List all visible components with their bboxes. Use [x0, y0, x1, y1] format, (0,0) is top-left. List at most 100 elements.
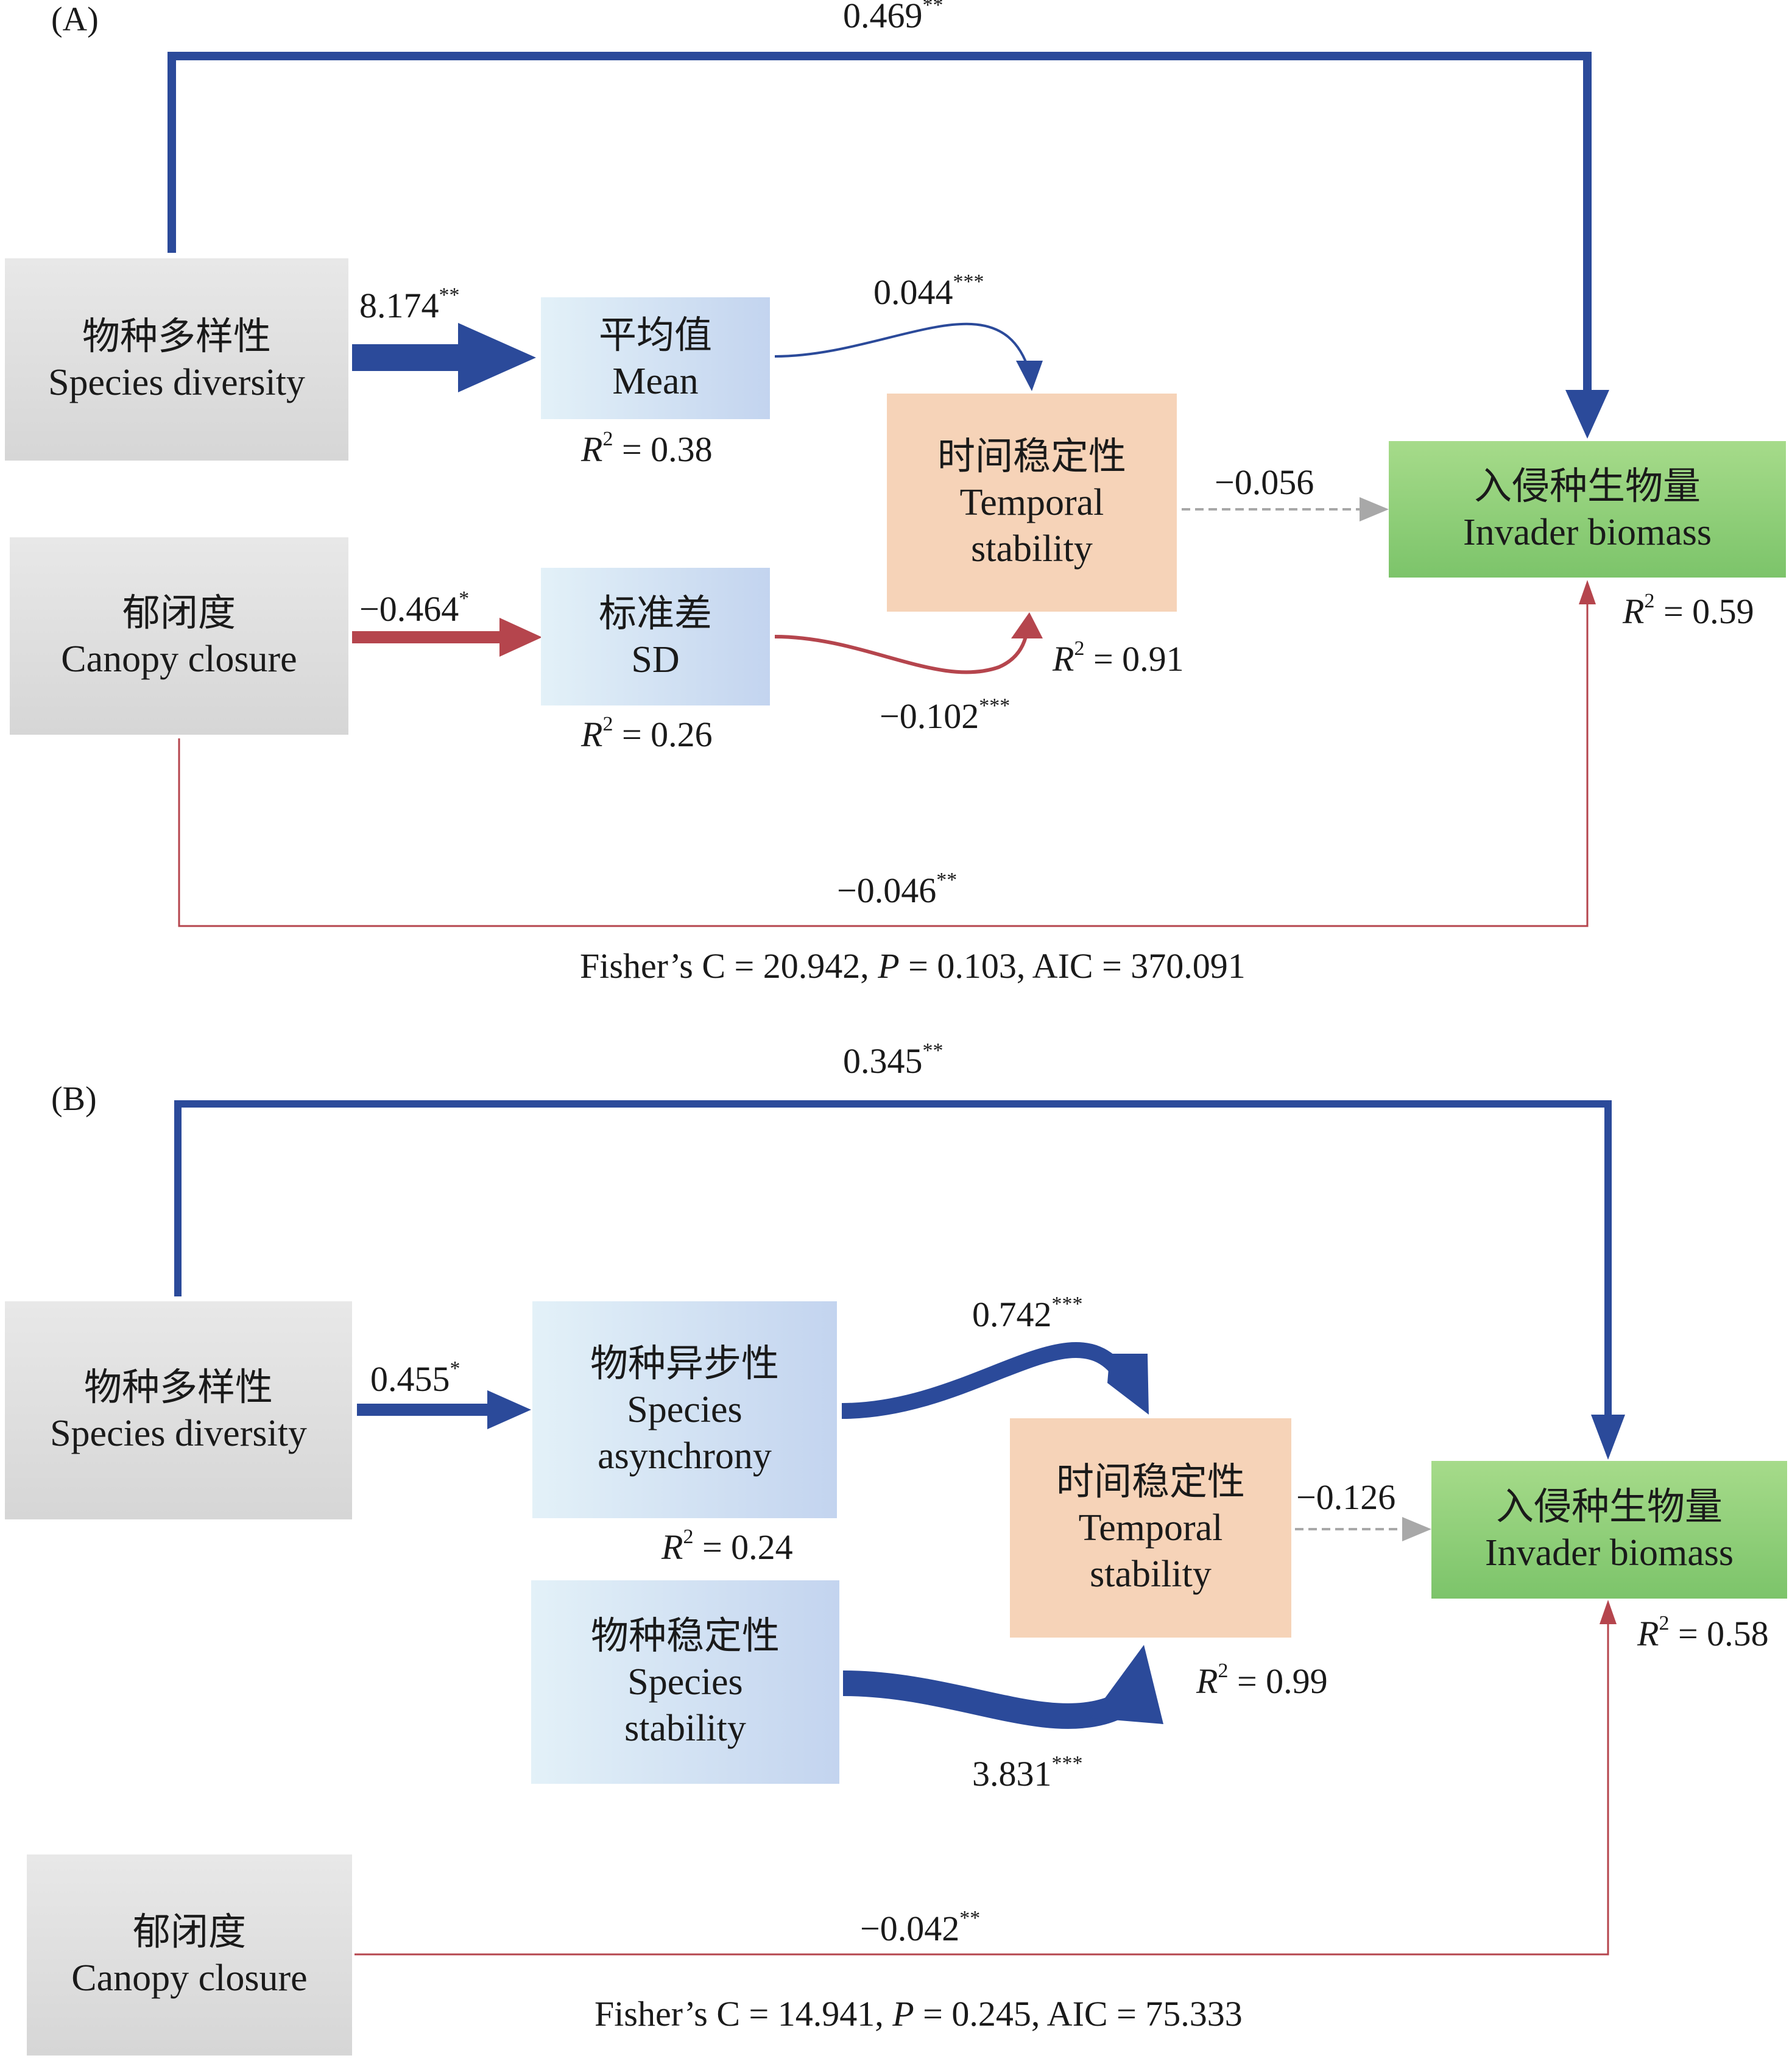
coef-b-canopy-to-invader: −0.042**	[860, 1908, 980, 1948]
node-b-canopy-closure-zh: 郁闭度	[132, 1909, 246, 1954]
r2-b-asynchrony: R2 = 0.24	[661, 1527, 793, 1567]
path-a-mean-to-stability	[774, 322, 1031, 372]
r2-b-stability-value: 0.99	[1266, 1661, 1328, 1701]
path-a-canopy-to-sd	[352, 631, 503, 643]
coef-a-canopy-to-sd-sig: *	[459, 587, 470, 610]
node-a-canopy-closure-en: Canopy closure	[61, 638, 297, 680]
r2-symbol: R	[1637, 1614, 1659, 1653]
node-b-invader-biomass-zh: 入侵种生物量	[1495, 1484, 1723, 1529]
fit-b-prefix: Fisher’s C = 14.941,	[594, 1994, 893, 2034]
coef-a-canopy-to-sd: −0.464*	[359, 587, 470, 629]
node-a-sd-en: SD	[631, 639, 680, 681]
arrowhead-a-sd-to-stability	[1011, 612, 1043, 638]
coef-a-stability-to-invader-value: −0.056	[1215, 462, 1314, 502]
coef-a-diversity-to-mean: 8.174**	[359, 284, 460, 325]
node-b-species-stability-zh: 物种稳定性	[590, 1613, 780, 1658]
node-a-sd: 标准差 SD	[541, 568, 770, 705]
coef-a-canopy-to-sd-value: −0.464	[359, 589, 459, 629]
node-b-species-stability-en2: stability	[624, 1708, 746, 1749]
path-b-diversity-to-asynchrony	[357, 1404, 491, 1416]
node-a-temporal-stability-zh: 时间稳定性	[937, 434, 1126, 478]
node-a-invader-biomass-zh: 入侵种生物量	[1473, 464, 1701, 508]
path-b-asynchrony-to-stability	[841, 1342, 1127, 1419]
coef-a-canopy-to-invader: −0.046**	[837, 870, 957, 910]
path-a-sd-to-stability	[774, 635, 1028, 674]
r2-a-invader: R2 = 0.59	[1623, 590, 1754, 631]
node-a-temporal-stability: 时间稳定性 Temporal stability	[887, 394, 1177, 612]
coef-b-diversity-to-asynchrony-sig: *	[450, 1357, 460, 1380]
arrowhead-b-stability-to-invader	[1402, 1517, 1431, 1541]
node-a-species-diversity-zh: 物种多样性	[82, 314, 271, 358]
coef-a-sd-to-stability-sig: ***	[979, 695, 1011, 717]
fit-b: Fisher’s C = 14.941, P = 0.245, AIC = 75…	[594, 1995, 1243, 2034]
node-b-species-diversity: 物种多样性 Species diversity	[5, 1301, 352, 1519]
node-a-invader-biomass-en: Invader biomass	[1462, 512, 1712, 553]
coef-b-asynchrony-to-stability: 0.742***	[972, 1293, 1083, 1334]
arrowhead-a-stability-to-invader	[1360, 497, 1389, 521]
node-a-mean-zh: 平均值	[598, 313, 712, 357]
coef-a-stability-to-invader: −0.056	[1215, 463, 1314, 502]
coef-b-stability-to-invader-value: −0.126	[1296, 1477, 1396, 1517]
arrowhead-a-canopy-to-invader	[1579, 580, 1596, 604]
node-a-canopy-closure: 郁闭度 Canopy closure	[10, 537, 348, 735]
arrowhead-b-diversity-to-invader	[1591, 1415, 1625, 1460]
coef-a-diversity-to-invader-sig: **	[922, 0, 944, 16]
coef-a-diversity-to-mean-sig: **	[439, 284, 460, 306]
node-b-species-stability-en1: Species	[627, 1661, 743, 1703]
r2-a-invader-value: 0.59	[1692, 592, 1754, 631]
arrowhead-b-diversity-to-asynchrony	[487, 1390, 531, 1429]
r2-equals: =	[1654, 592, 1693, 631]
r2-symbol: R	[1196, 1661, 1218, 1701]
coef-b-asynchrony-to-stability-sig: ***	[1051, 1293, 1083, 1315]
node-b-temporal-stability: 时间稳定性 Temporal stability	[1010, 1418, 1291, 1638]
node-a-species-diversity-en: Species diversity	[48, 362, 305, 403]
r2-b-invader: R2 = 0.58	[1637, 1612, 1769, 1653]
node-b-temporal-stability-en1: Temporal	[1078, 1507, 1223, 1549]
arrowhead-a-diversity-to-mean	[458, 323, 536, 392]
r2-symbol: R	[661, 1527, 683, 1567]
r2-exponent: 2	[1659, 1612, 1670, 1635]
arrowhead-b-asynchrony-to-stability	[1107, 1354, 1149, 1415]
node-b-temporal-stability-zh: 时间稳定性	[1056, 1459, 1245, 1504]
r2-exponent: 2	[602, 428, 613, 450]
coef-b-asynchrony-to-stability-value: 0.742	[972, 1295, 1052, 1334]
r2-b-invader-value: 0.58	[1707, 1614, 1769, 1653]
panel-b-label: (B)	[51, 1080, 97, 1118]
node-b-invader-biomass: 入侵种生物量 Invader biomass	[1431, 1461, 1787, 1599]
node-a-sd-zh: 标准差	[598, 591, 712, 635]
r2-b-stability: R2 = 0.99	[1196, 1660, 1328, 1701]
node-b-canopy-closure-en: Canopy closure	[71, 1957, 308, 1999]
path-a-canopy-to-invader	[178, 602, 1589, 927]
coef-a-mean-to-stability: 0.044***	[873, 272, 984, 312]
node-b-species-asynchrony-zh: 物种异步性	[590, 1341, 779, 1385]
fit-a-prefix: Fisher’s C = 20.942,	[580, 946, 878, 986]
coef-b-diversity-to-invader-sig: **	[922, 1039, 944, 1062]
coef-b-diversity-to-asynchrony-value: 0.455	[370, 1359, 450, 1399]
r2-exponent: 2	[1218, 1660, 1229, 1682]
r2-exponent: 2	[1644, 590, 1655, 612]
r2-equals: =	[693, 1527, 732, 1567]
fit-b-p: P	[892, 1994, 914, 2034]
node-a-invader-biomass: 入侵种生物量 Invader biomass	[1389, 441, 1786, 578]
r2-exponent: 2	[602, 713, 613, 735]
r2-a-stability: R2 = 0.91	[1053, 638, 1184, 679]
panel-a-label: (A)	[51, 1, 99, 38]
r2-equals: =	[613, 715, 651, 754]
node-b-species-diversity-en: Species diversity	[50, 1413, 307, 1454]
r2-b-asynchrony-value: 0.24	[731, 1527, 793, 1567]
fit-a-p: P	[878, 946, 900, 986]
arrowhead-a-diversity-to-invader	[1565, 390, 1609, 439]
node-b-species-stability: 物种稳定性 Species stability	[531, 1580, 839, 1784]
path-a-diversity-to-invader	[168, 52, 1592, 396]
r2-a-sd-value: 0.26	[651, 715, 713, 754]
fit-a-suffix: = 0.103, AIC = 370.091	[899, 946, 1246, 986]
coef-a-diversity-to-invader-value: 0.469	[843, 0, 923, 35]
path-a-diversity-to-mean	[352, 344, 462, 371]
path-b-diversity-to-invader	[174, 1100, 1612, 1417]
coef-a-diversity-to-mean-value: 8.174	[359, 286, 439, 325]
coef-a-sd-to-stability: −0.102***	[880, 695, 1011, 736]
coef-b-diversity-to-invader: 0.345**	[843, 1039, 944, 1081]
arrowhead-b-species-stability-to-stability	[1090, 1645, 1163, 1724]
node-b-canopy-closure: 郁闭度 Canopy closure	[27, 1854, 352, 2056]
